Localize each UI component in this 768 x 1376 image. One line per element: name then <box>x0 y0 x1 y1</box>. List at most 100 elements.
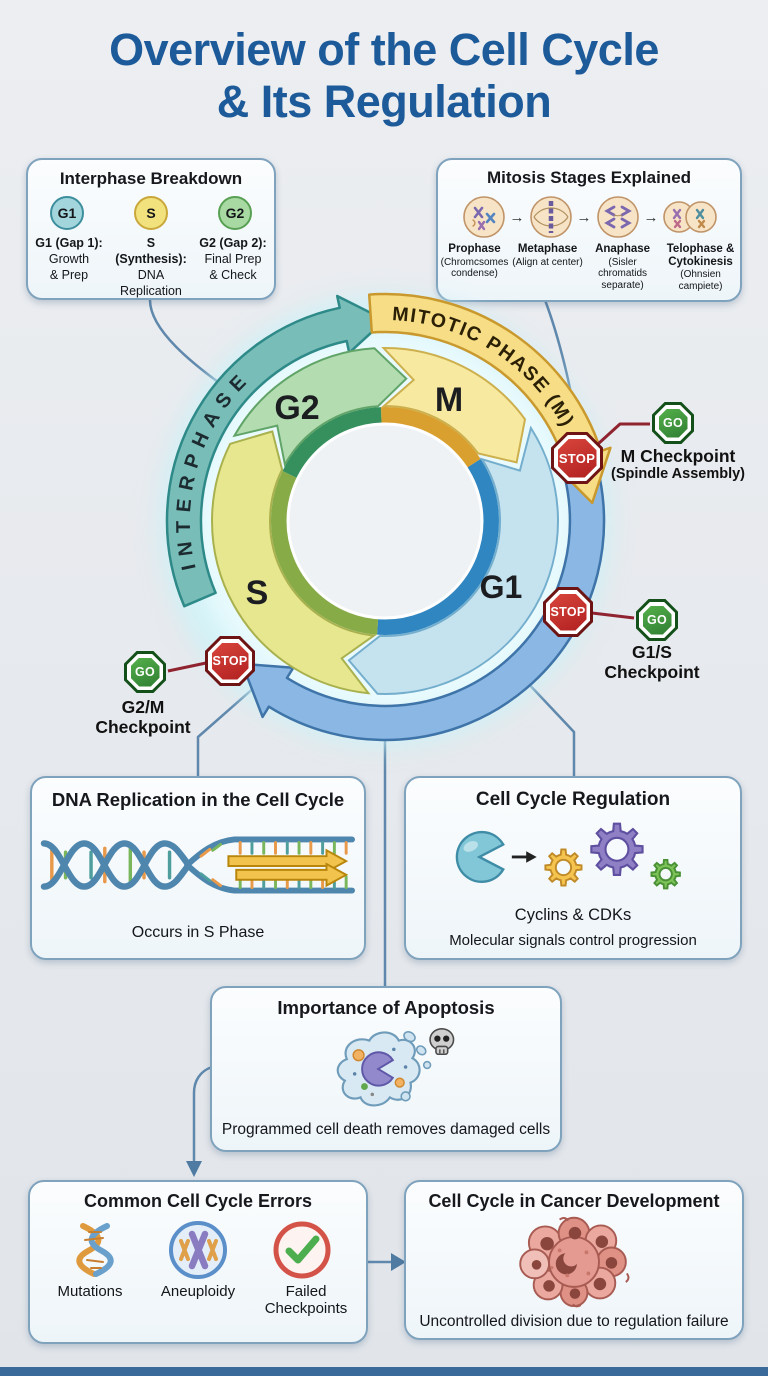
cell-fragments <box>400 1031 432 1102</box>
page-title-line1: Overview of the Cell Cycle <box>109 24 659 75</box>
regulation-card-title: Cell Cycle Regulation <box>475 789 671 810</box>
down-arrowhead-icon <box>186 1161 202 1177</box>
dna-card-caption: Occurs in S Phase <box>131 924 265 941</box>
s-phase-badge: S <box>134 196 168 230</box>
cyclins-cdks-illustration <box>455 822 681 890</box>
cancer-card-title: Cell Cycle in Cancer Development <box>428 1191 720 1211</box>
apoptosis-card-title: Importance of Apoptosis <box>277 997 495 1018</box>
svg-text:MITOTIC PHASE (M): MITOTIC PHASE (M) <box>392 303 579 431</box>
errors-icons-row <box>30 1219 366 1281</box>
mitotic-arc-label: MITOTIC PHASE (M) <box>392 303 577 431</box>
cell-cycle-regulation-card: Cell Cycle Regulation Cyclins & CDKs Mol… <box>404 776 742 960</box>
errors-card-title: Common Cell Cycle Errors <box>83 1191 313 1211</box>
cell-cycle-errors-card: Common Cell Cycle Errors <box>28 1180 368 1344</box>
g1-heading: G1 (Gap 1): <box>35 236 103 250</box>
inner-ring-g2 <box>282 407 382 479</box>
svg-text:INTERPHASE: INTERPHASE <box>173 366 256 573</box>
metaphase-label: Metaphase (Align at center) <box>511 243 584 292</box>
segment-label-g2: G2 <box>274 389 319 427</box>
inner-ring-s <box>270 471 379 635</box>
segment-m <box>381 346 527 464</box>
connector-wheel-to-regulation <box>523 678 576 778</box>
connector-interphase-to-wheel <box>148 298 234 394</box>
m-checkpoint-label: M Checkpoint (Spindle Assembly) <box>598 446 758 483</box>
apoptosis-cell-illustration <box>336 1028 455 1107</box>
connector-wheel-to-dna <box>196 684 258 778</box>
g2m-checkpoint-go-sign: GO <box>124 651 166 693</box>
g1-phase-badge: G1 <box>50 196 84 230</box>
go-sign-label: GO <box>130 657 160 687</box>
telophase-label: Telophase & Cytokinesis (Ohnsien campiet… <box>661 243 740 292</box>
errors-labels-row: Mutations Aneuploidy Failed Checkpoints <box>30 1283 366 1318</box>
mitosis-stage-icons: → → → <box>438 193 740 241</box>
wheel-glow <box>172 308 598 734</box>
anaphase-caption: (Sisler chromatids separate) <box>598 256 647 291</box>
m-checkpoint-stop-sign: STOP <box>551 432 603 484</box>
aneuploidy-label: Aneuploidy <box>160 1283 236 1300</box>
mitosis-stages-card: Mitosis Stages Explained → → <box>436 158 742 302</box>
telophase-cell-icon <box>662 201 717 233</box>
g1-line1: Growth <box>48 252 90 266</box>
metaphase-name: Metaphase <box>517 243 578 255</box>
g1-line2: & Prep <box>49 268 89 282</box>
anaphase-label: Anaphase (Sisler chromatids separate) <box>584 243 661 292</box>
metaphase-caption: (Align at center) <box>512 256 583 268</box>
m-checkpoint-sub: (Spindle Assembly) <box>610 466 746 483</box>
mutations-label: Mutations <box>57 1283 123 1300</box>
g2m-checkpoint-label: G2/M Checkpoint <box>83 697 203 737</box>
go-sign-label: GO <box>658 408 688 438</box>
telophase-caption: (Ohnsien campiete) <box>678 269 723 292</box>
g2m-checkpoint-sub: Checkpoint <box>95 717 191 738</box>
aneuploidy-icon <box>169 1221 227 1279</box>
metaphase-cell-icon <box>529 196 572 238</box>
m-checkpoint-go-sign: GO <box>652 402 694 444</box>
mitosis-card-title: Mitosis Stages Explained <box>486 168 692 187</box>
interphase-breakdown-card: Interphase Breakdown G1 S G2 G1 (Gap 1):… <box>26 158 276 300</box>
s-phase-description: S (Synthesis): DNA Replication <box>110 235 192 299</box>
segment-g1 <box>347 425 559 695</box>
mitosis-stage-labels: Prophase (Chromcsomes condense) Metaphas… <box>438 243 740 292</box>
dna-mutation-icon <box>76 1223 114 1277</box>
g2-phase-description: G2 (Gap 2): Final Prep & Check <box>192 235 274 299</box>
prophase-cell-icon <box>462 196 505 238</box>
anaphase-name: Anaphase <box>595 243 651 255</box>
segment-label-s: S <box>246 574 269 612</box>
dna-replication-illustration <box>40 836 355 894</box>
m-checkpoint-link <box>596 422 650 446</box>
g1s-checkpoint-link <box>591 611 635 620</box>
go-sign-label: GO <box>642 605 672 635</box>
interphase-badges: G1 S G2 <box>28 196 274 230</box>
interphase-arc <box>165 294 387 608</box>
interphase-descriptions: G1 (Gap 1): Growth & Prep S (Synthesis):… <box>28 235 274 299</box>
g1-phase-description: G1 (Gap 1): Growth & Prep <box>28 235 110 299</box>
inner-ring-g1 <box>377 458 499 635</box>
inner-ring-m <box>381 407 481 468</box>
cyclin-arrow-icon <box>511 851 537 863</box>
regulation-subtitle: Cyclins & CDKs <box>514 906 632 924</box>
cancer-development-card: Cell Cycle in Cancer Development <box>404 1180 744 1340</box>
g1s-checkpoint-go-sign: GO <box>636 599 678 641</box>
apoptosis-card: Importance of Apoptosis Programmed cell … <box>210 986 562 1152</box>
g2-line1: Final Prep <box>204 252 262 266</box>
cancer-caption: Uncontrolled division due to regulation … <box>419 1313 729 1330</box>
segment-label-m: M <box>435 381 463 419</box>
yellow-gear-icon <box>544 848 583 887</box>
g1s-checkpoint-label: G1/S Checkpoint <box>592 642 712 682</box>
g2m-checkpoint-link <box>167 661 207 673</box>
replication-arrow-bottom <box>235 862 349 888</box>
m-checkpoint-name: M Checkpoint <box>620 446 736 466</box>
prophase-caption: (Chromcsomes condense) <box>440 256 509 280</box>
replication-arrow-top <box>227 848 349 874</box>
green-gear-icon <box>650 858 681 890</box>
tumor-cells-illustration <box>519 1216 630 1308</box>
connector-mitosis-to-wheel <box>543 298 579 430</box>
purple-gear-icon <box>590 822 644 876</box>
failed-checkpoint-icon <box>273 1221 331 1279</box>
dna-replication-card: DNA Replication in the Cell Cycle <box>30 776 366 960</box>
interphase-arc-label: INTERPHASE <box>173 366 248 573</box>
g2m-checkpoint-stop-sign: STOP <box>205 636 255 686</box>
segment-label-g1: G1 <box>480 569 523 605</box>
page-title-line2: & Its Regulation <box>216 76 552 128</box>
g1s-checkpoint-name: G1/S <box>632 642 672 662</box>
